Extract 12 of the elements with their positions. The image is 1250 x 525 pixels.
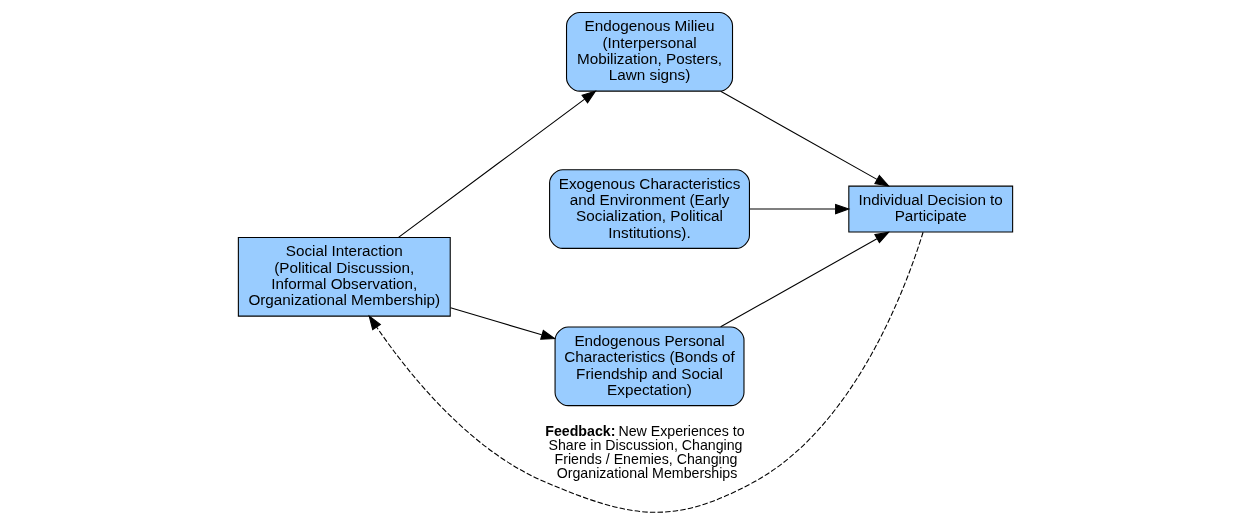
- arrow: [719, 90, 890, 187]
- node-box: Endogenous Personal Characteristics (Bonds of Friendship and Social Expectation): [554, 326, 745, 407]
- node-box: Endogenous Milieu (Interpersonal Mobilization, Posters, Lawn signs): [565, 11, 733, 92]
- node-box: Social Interaction (Political Discussion, Informal Observation, Organizational Membership): [237, 236, 451, 317]
- arrow: [449, 307, 556, 340]
- arrow: [367, 231, 924, 513]
- arrow: [719, 231, 890, 328]
- arrow: [748, 203, 850, 215]
- node-box: Exogenous Characteristics and Environment (Early Socialization, Political Institutions).: [548, 169, 750, 249]
- edge-label: Feedback: New Experiences to Share in Discussion, Changing Friends / Enemies, Changing Organizational Memberships: [544, 422, 745, 482]
- node-box: Individual Decision to Participate: [847, 185, 1013, 233]
- arrow: [397, 90, 597, 238]
